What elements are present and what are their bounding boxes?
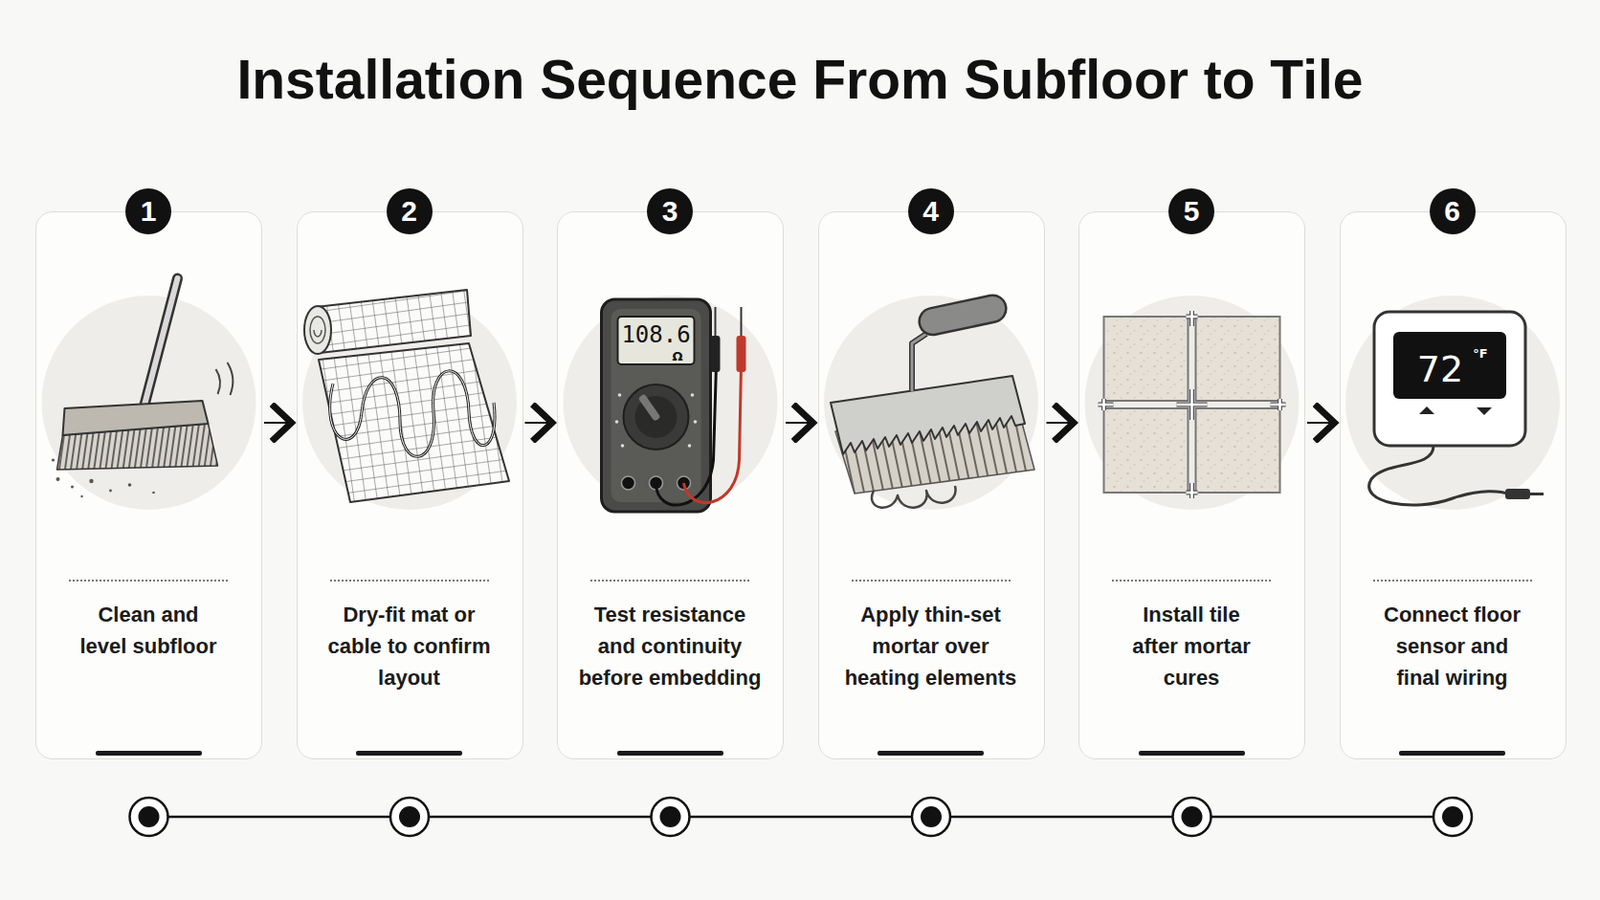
step-card: 4Apply thin-set mortar over heating elem… (818, 211, 1045, 760)
meter-reading: 108.6 (621, 323, 690, 347)
step-connector (1046, 422, 1077, 424)
multimeter-illustration (601, 299, 747, 512)
step-card: 5Install tile after mortar cures (1078, 211, 1306, 760)
tile-illustration (1098, 311, 1287, 499)
step-number: 6 (1429, 188, 1476, 235)
dotted-rule (1111, 579, 1271, 582)
step-number: 5 (1168, 188, 1215, 235)
step-connector (525, 422, 556, 424)
step-description: Connect floor sensor and final wiring (1377, 599, 1527, 694)
heating-mat-illustration (304, 289, 510, 503)
step-card: 2Dry-fit mat or cable to confirm layout (296, 211, 524, 760)
step-number: 1 (125, 188, 172, 235)
step-connector (785, 422, 816, 424)
diagram-title: Installation Sequence From Subfloor to T… (0, 47, 1600, 112)
step-card: 6Connect floor sensor and final wiring (1339, 211, 1567, 760)
step-description: Install tile after mortar cures (1119, 599, 1264, 694)
card-bar (617, 751, 724, 756)
trowel-illustration (830, 292, 1035, 509)
step-number: 2 (386, 188, 433, 235)
dotted-rule (330, 579, 489, 582)
card-bar (1399, 751, 1506, 756)
dotted-rule (851, 579, 1011, 582)
card-bar (355, 751, 463, 756)
thermostat-unit: °F (1472, 347, 1488, 360)
dotted-rule (68, 579, 228, 582)
step-number: 3 (646, 188, 693, 235)
dotted-rule (590, 579, 750, 582)
step-description: Apply thin-set mortar over heating eleme… (839, 599, 1023, 694)
step-connector (264, 422, 294, 424)
broom-illustration (51, 278, 233, 498)
thermostat-reading: 72 (1417, 351, 1464, 388)
step-connector (1307, 422, 1337, 424)
step-description: Dry-fit mat or cable to confirm layout (323, 599, 496, 694)
card-bar (877, 751, 984, 756)
thermostat-illustration (1369, 311, 1544, 506)
step-description: Test resistance and continuity before em… (576, 599, 764, 694)
step-description: Clean and level subfloor (74, 599, 223, 663)
dotted-rule (1373, 579, 1533, 582)
step-card: 3Test resistance and continuity before e… (556, 211, 784, 760)
meter-unit: Ω (671, 350, 683, 363)
card-bar (95, 751, 202, 756)
step-number: 4 (908, 188, 955, 235)
step-card: 1Clean and level subfloor (35, 211, 263, 760)
illustration-discs (42, 295, 1561, 511)
card-bar (1138, 751, 1245, 756)
card-grounds (35, 211, 1567, 760)
timeline (130, 798, 1473, 837)
